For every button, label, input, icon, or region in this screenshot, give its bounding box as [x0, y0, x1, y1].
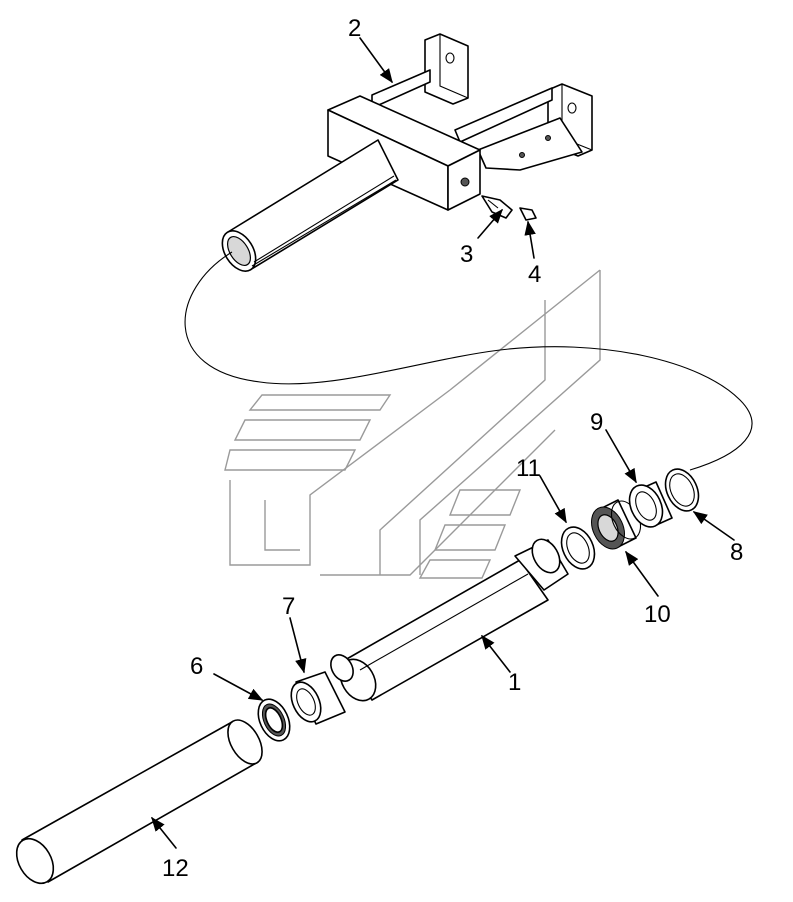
callout-10: 10 — [644, 601, 671, 628]
callout-9: 9 — [590, 409, 603, 436]
seal — [257, 698, 291, 742]
leader-lines — [151, 37, 735, 849]
watermark-logo — [224, 269, 601, 579]
bushing — [290, 671, 346, 725]
callout-6: 6 — [190, 653, 203, 680]
pivot-shaft — [330, 538, 569, 702]
snap-ring — [664, 468, 700, 512]
callout-4: 4 — [528, 261, 541, 288]
callout-7: 7 — [282, 593, 295, 620]
assembly-path-line — [184, 251, 753, 471]
callout-1: 1 — [508, 669, 521, 696]
callout-8: 8 — [730, 539, 743, 566]
bearing-cup — [628, 481, 673, 528]
bearing — [591, 499, 642, 550]
callout-2: 2 — [348, 15, 361, 42]
callout-3: 3 — [460, 241, 473, 268]
washer — [560, 526, 596, 570]
callout-11: 11 — [516, 455, 541, 482]
callout-labels: 2 3 4 1 6 7 8 9 10 11 12 — [162, 15, 743, 882]
outer-tube — [15, 719, 263, 885]
bracket-housing-assembly — [221, 33, 593, 272]
callout-12: 12 — [162, 855, 189, 882]
fitting-cap — [519, 207, 537, 221]
